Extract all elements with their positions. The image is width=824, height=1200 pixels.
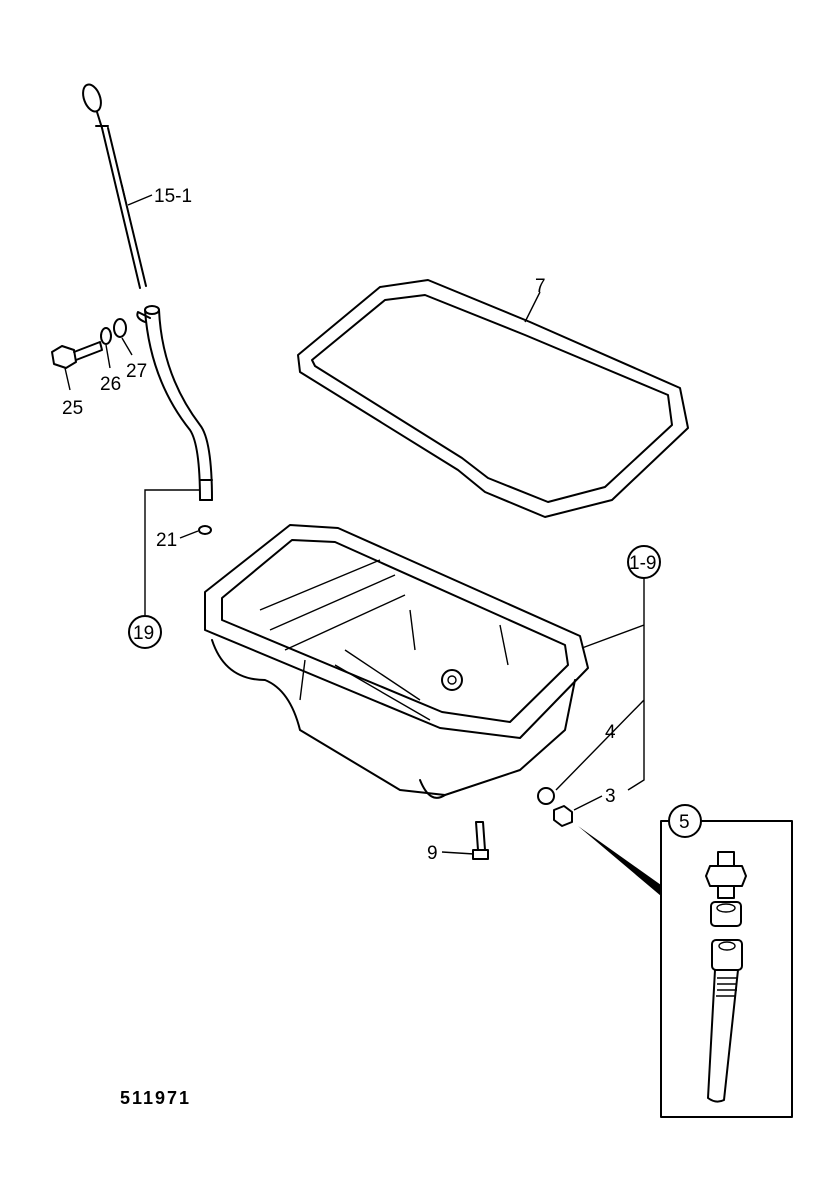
callout-circle-5	[668, 804, 702, 838]
oil-pan	[204, 524, 589, 799]
leader-15-1	[127, 194, 153, 206]
drain-plug-3	[553, 805, 573, 827]
drawing-number: 511971	[120, 1088, 191, 1108]
callout-25: 25	[62, 398, 83, 419]
callout-9: 9	[427, 843, 438, 864]
seal-ring-4	[537, 787, 555, 805]
callout-7: 7	[535, 276, 546, 297]
o-ring-21	[198, 525, 212, 535]
drain-kit-inset	[660, 820, 793, 1118]
drain-nut	[710, 901, 742, 927]
washer-26	[100, 327, 112, 345]
callout-21: 21	[156, 530, 177, 551]
callout-1-9: 1-9	[629, 553, 656, 574]
washer-27	[113, 318, 127, 338]
callout-3: 3	[605, 786, 616, 807]
callout-5: 5	[679, 812, 690, 833]
guide-tube	[136, 305, 213, 501]
oil-pan-gasket	[297, 279, 689, 518]
pan-bolt-9	[472, 821, 489, 860]
callout-circle-19	[128, 615, 162, 649]
callout-26: 26	[100, 374, 121, 395]
callout-27: 27	[126, 361, 147, 382]
callout-19: 19	[133, 623, 154, 644]
bolt-25	[51, 341, 103, 369]
drain-adapter-fitting	[705, 851, 747, 899]
callout-4: 4	[605, 722, 616, 743]
dipstick	[82, 83, 147, 289]
callout-15-1: 15-1	[154, 186, 192, 207]
inset-pointer	[578, 826, 661, 896]
drain-hose	[707, 939, 743, 1103]
